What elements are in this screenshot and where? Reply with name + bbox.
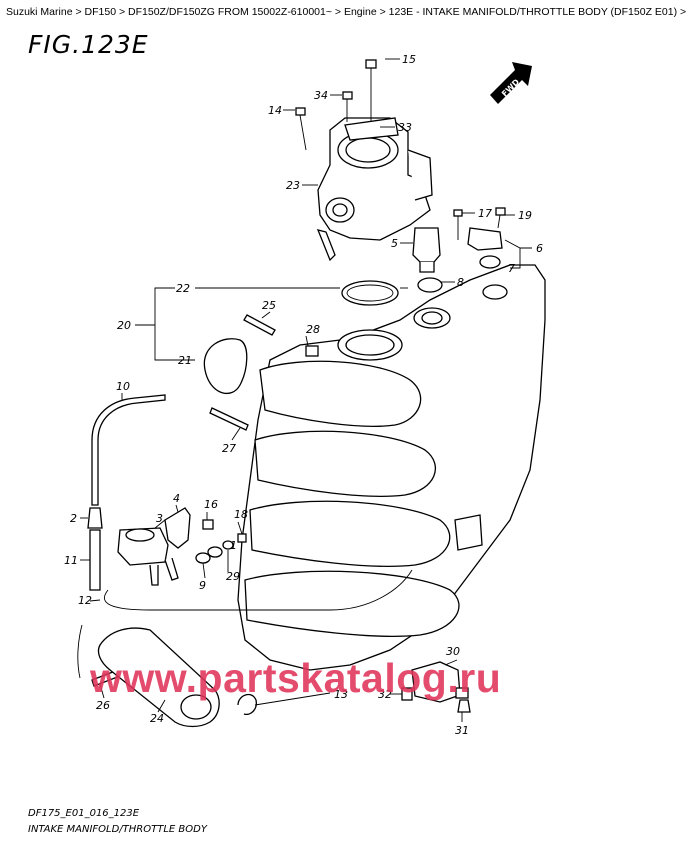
vacuum-hose <box>91 394 166 506</box>
parts-diagram: FWD <box>64 53 546 737</box>
callout-22: 22 <box>176 282 190 295</box>
callout-29: 29 <box>226 570 240 583</box>
callout-20: 20 <box>117 319 131 332</box>
long-hose <box>104 569 413 611</box>
callout-31: 31 <box>455 724 469 737</box>
pipe <box>89 529 101 591</box>
callout-1: 1 <box>230 539 237 552</box>
callout-10: 10 <box>116 380 130 393</box>
callout-13: 13 <box>334 688 348 701</box>
fwd-arrow-icon: FWD <box>490 62 532 104</box>
callout-labels: 15 34 14 33 23 17 19 5 6 7 8 22 20 25 28… <box>64 53 543 737</box>
watermark: www.partskatalog.ru <box>90 655 502 701</box>
callout-34: 34 <box>314 89 328 102</box>
callout-14: 14 <box>268 104 282 117</box>
breadcrumb-separator: > <box>680 6 686 18</box>
callout-19: 19 <box>518 209 532 222</box>
callout-9: 9 <box>199 579 206 592</box>
leader-lines <box>80 58 532 722</box>
breadcrumb: Suzuki Marine > DF150 > DF150Z/DF150ZG F… <box>6 6 686 19</box>
figure-title: FIG.123E <box>28 30 149 59</box>
temp-sensor <box>467 227 503 251</box>
callout-33: 33 <box>398 121 412 134</box>
callout-4: 4 <box>173 492 180 505</box>
breadcrumb-item-category[interactable]: Engine <box>343 6 377 18</box>
callout-16: 16 <box>204 498 218 511</box>
hose-fitting <box>87 507 103 529</box>
callout-27: 27 <box>222 442 236 455</box>
figure-description: INTAKE MANIFOLD/THROTTLE BODY <box>28 824 207 835</box>
callout-17: 17 <box>478 207 492 220</box>
callout-25: 25 <box>262 299 276 312</box>
o-ring <box>417 277 443 293</box>
bracket <box>164 507 191 549</box>
throttle-body <box>316 117 433 262</box>
callout-7: 7 <box>508 262 515 275</box>
callout-5: 5 <box>391 237 398 250</box>
callout-23: 23 <box>286 179 300 192</box>
callout-2: 2 <box>70 512 77 525</box>
breadcrumb-item-brand[interactable]: Suzuki Marine <box>6 6 73 18</box>
figure-code: DF175_E01_016_123E <box>28 808 140 819</box>
callout-12: 12 <box>78 594 92 607</box>
callout-24: 24 <box>150 712 164 725</box>
callout-32: 32 <box>378 688 392 701</box>
callout-11: 11 <box>64 554 78 567</box>
breadcrumb-separator: > <box>334 6 342 18</box>
intake-manifold <box>237 264 546 671</box>
o-ring <box>479 255 501 269</box>
breadcrumb-item-serial[interactable]: DF150Z/DF150ZG FROM 15002Z-610001~ <box>128 6 332 18</box>
breadcrumb-item-current[interactable]: 123E - INTAKE MANIFOLD/THROTTLE BODY (DF… <box>388 6 678 18</box>
callout-21: 21 <box>178 354 192 367</box>
breadcrumb-separator: > <box>75 6 82 18</box>
callout-3: 3 <box>156 512 163 525</box>
callout-30: 30 <box>446 645 460 658</box>
hose-clip <box>237 693 257 716</box>
map-sensor <box>412 227 441 273</box>
callout-15: 15 <box>402 53 416 66</box>
callout-18: 18 <box>234 508 248 521</box>
callout-26: 26 <box>96 699 110 712</box>
manifold-gasket <box>203 338 248 394</box>
callout-28: 28 <box>306 323 320 336</box>
breadcrumb-item-model[interactable]: DF150 <box>84 6 117 18</box>
gasket-plate <box>344 117 399 141</box>
bolts <box>91 59 506 687</box>
breadcrumb-separator: > <box>379 6 386 18</box>
callout-8: 8 <box>457 276 464 289</box>
breadcrumb-separator: > <box>118 6 126 18</box>
vsv-valve <box>117 527 179 586</box>
callout-6: 6 <box>536 242 543 255</box>
